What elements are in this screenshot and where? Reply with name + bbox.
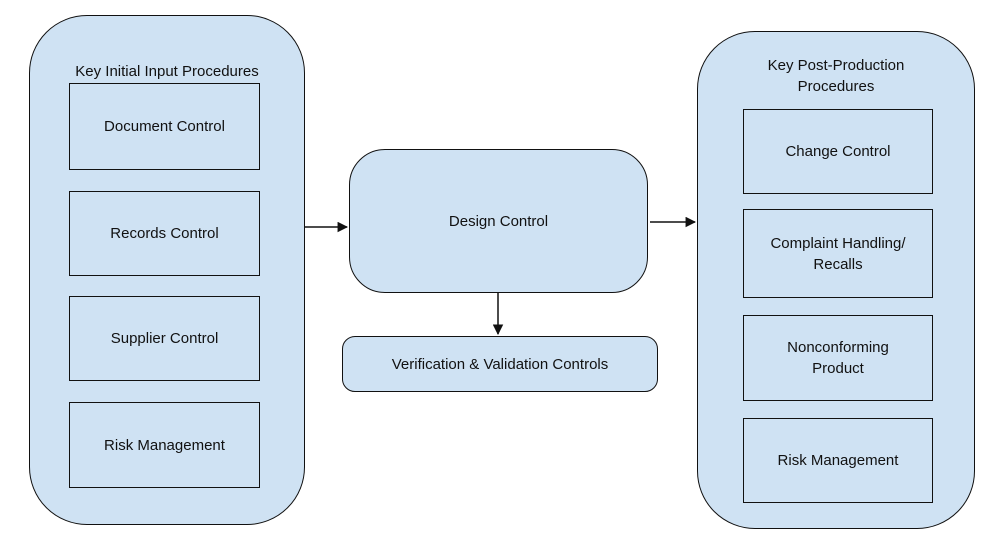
node-change-control: Change Control (743, 109, 933, 194)
node-complaint-handling-recalls-label: Complaint Handling/ Recalls (770, 234, 906, 273)
group-post-production-title: Key Post-Production Procedures (767, 57, 905, 95)
node-supplier-control: Supplier Control (69, 296, 260, 381)
node-verification-validation-label: Verification & Validation Controls (391, 355, 609, 373)
node-risk-management-input-label: Risk Management (104, 436, 225, 454)
node-complaint-handling-recalls: Complaint Handling/ Recalls (743, 209, 933, 298)
group-initial-input-title: Key Initial Input Procedures (75, 63, 259, 80)
group-post-production-procedures: Key Post-Production Procedures Change Co… (697, 31, 975, 529)
node-verification-validation-controls: Verification & Validation Controls (342, 336, 658, 392)
node-risk-management-input: Risk Management (69, 402, 260, 488)
node-records-control: Records Control (69, 191, 260, 276)
node-risk-management-post-label: Risk Management (777, 452, 899, 469)
node-supplier-control-label: Supplier Control (110, 330, 219, 347)
node-risk-management-post: Risk Management (743, 418, 933, 503)
group-initial-input-procedures: Key Initial Input Procedures Document Co… (29, 15, 305, 525)
node-design-control-label: Design Control (448, 212, 549, 230)
node-nonconforming-product: Nonconforming Product (743, 315, 933, 401)
node-document-control: Document Control (69, 83, 260, 170)
node-change-control-label: Change Control (785, 143, 891, 160)
node-document-control-label: Document Control (104, 118, 225, 135)
node-design-control: Design Control (349, 149, 648, 293)
node-records-control-label: Records Control (110, 225, 219, 242)
node-nonconforming-product-label: Nonconforming Product (787, 339, 889, 377)
